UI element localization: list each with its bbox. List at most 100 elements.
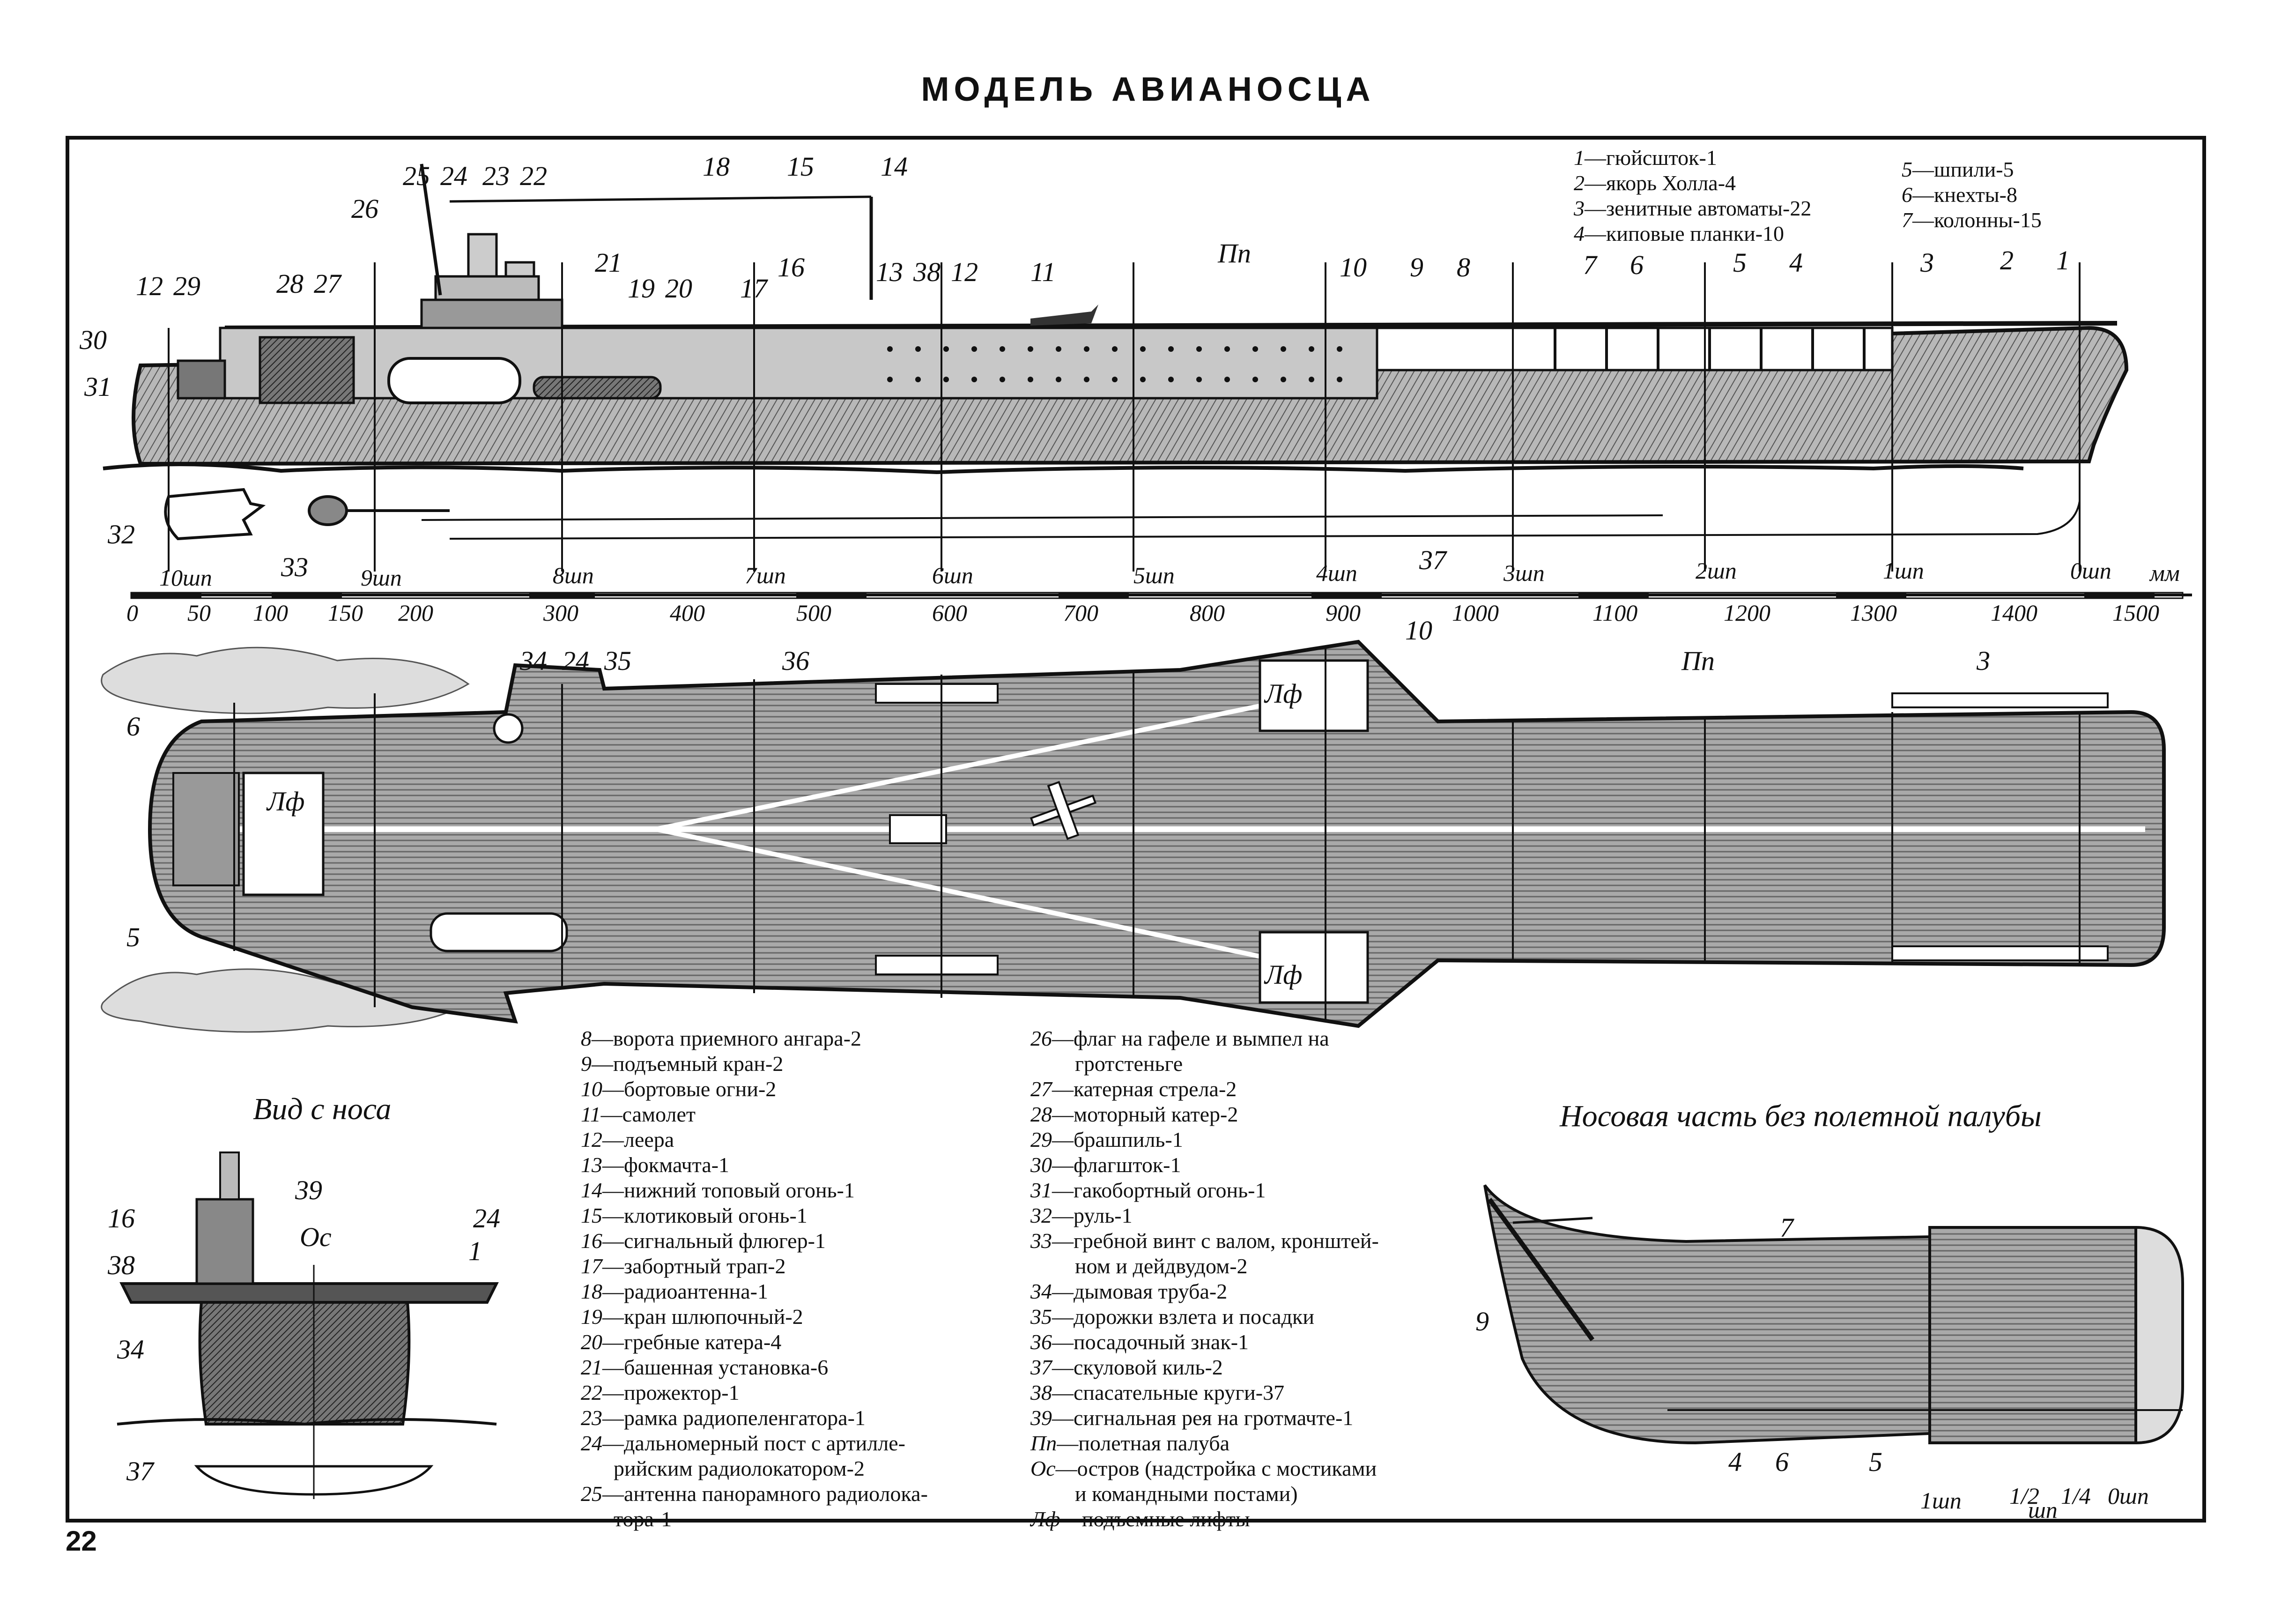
bow-view-island bbox=[195, 1198, 254, 1285]
callout-label: 33 bbox=[281, 552, 308, 582]
legend-item: 37—скуловой киль-2 bbox=[1030, 1355, 1223, 1379]
aircraft-plan bbox=[1029, 780, 1097, 840]
stern-deck bbox=[172, 772, 240, 886]
lift-fwd-top bbox=[1259, 659, 1369, 732]
scale-tick-label: 900 bbox=[1326, 600, 1361, 626]
scale-tick-label: 300 bbox=[543, 600, 578, 626]
callout-label: 24 bbox=[473, 1203, 500, 1233]
legend-item: 12—леера bbox=[581, 1128, 674, 1151]
callout-label: 24 bbox=[562, 646, 589, 676]
callout-label: 21 bbox=[595, 247, 622, 278]
smoke-top bbox=[101, 646, 470, 714]
legend-item: 32—руль-1 bbox=[1030, 1203, 1133, 1227]
legend-item: 20—гребные катера-4 bbox=[581, 1330, 782, 1354]
callout-label: шп bbox=[2028, 1497, 2058, 1523]
callout-label: 25 bbox=[403, 161, 430, 191]
legend-item: и командными постами) bbox=[1075, 1482, 1298, 1506]
frame-label: 10шп bbox=[159, 565, 212, 591]
callout-label: 3 bbox=[1920, 247, 1934, 278]
funnel bbox=[493, 713, 524, 744]
callout-label: 34 bbox=[117, 1334, 144, 1365]
scale-labels: 0 50 100 150 200 300 400 500 600 700 800… bbox=[126, 560, 2180, 626]
callout-label: 0шп bbox=[2108, 1483, 2149, 1509]
callout-label: 6 bbox=[126, 711, 140, 742]
open-forecastle bbox=[1376, 327, 1894, 371]
aa-gun-tubs bbox=[875, 683, 2109, 975]
island bbox=[420, 163, 873, 329]
callout-label: 34 bbox=[519, 646, 547, 676]
callout-label: 26 bbox=[351, 193, 378, 224]
callout-label: 38 bbox=[107, 1250, 135, 1280]
frame-label: 1шп bbox=[1883, 557, 1924, 584]
callout-label: Лф bbox=[266, 786, 304, 817]
callout-label: 32 bbox=[107, 519, 135, 550]
callout-label: 35 bbox=[604, 646, 631, 676]
portholes bbox=[887, 346, 1342, 382]
frame-label: 2шп bbox=[1696, 557, 1737, 584]
callout-label: 27 bbox=[314, 268, 342, 299]
callout-label: 16 bbox=[778, 252, 805, 282]
flight-deck-plan bbox=[148, 639, 2166, 1028]
legend-column-1: 8—ворота приемного ангара-2 9—подъемный … bbox=[581, 1026, 1021, 1532]
lift-fwd-bottom bbox=[1259, 931, 1369, 1004]
scale-tick-label: 200 bbox=[398, 600, 433, 626]
callout-label: 37 bbox=[126, 1456, 155, 1486]
frame-label: 8шп bbox=[553, 562, 594, 588]
bow-section-drawing bbox=[1483, 1184, 2184, 1445]
callout-label: 37 bbox=[1419, 545, 1447, 575]
propeller bbox=[308, 495, 348, 526]
bow-view-mast bbox=[219, 1151, 240, 1200]
legend-item: 21—башенная установка-6 bbox=[581, 1355, 829, 1379]
scale-tick-label: 500 bbox=[796, 600, 831, 626]
callout-label: 5 bbox=[1869, 1447, 1882, 1477]
callout-label: 4 bbox=[1789, 247, 1803, 278]
frame-label: 3шп bbox=[1503, 560, 1545, 586]
legend-item: 18—радиоантенна-1 bbox=[581, 1279, 768, 1303]
legend-item: 9—подъемный кран-2 bbox=[581, 1052, 784, 1076]
callout-label: 16 bbox=[108, 1203, 135, 1233]
callout-label: 14 bbox=[881, 151, 908, 182]
legend-item: 30—флагшток-1 bbox=[1030, 1153, 1181, 1177]
scale-tick-label: 1500 bbox=[2112, 600, 2159, 626]
bow-view-hull bbox=[198, 1301, 411, 1426]
callout-label: 22 bbox=[520, 161, 547, 191]
callout-label: 6 bbox=[1775, 1447, 1789, 1477]
legend-top-right: 5—шпили-5 6—кнехты-8 7—колонны-15 bbox=[1902, 157, 2042, 233]
frame-labels: 10шп 9шп 8шп 7шп 6шп 5шп 4шп 3шп 2шп 1шп… bbox=[159, 557, 2111, 591]
callout-label: 1шп bbox=[1920, 1487, 1962, 1514]
legend-item: гротстеньге bbox=[1075, 1052, 1183, 1076]
legend-item: Пп—полетная палуба bbox=[1030, 1431, 1230, 1455]
water-line bbox=[103, 462, 2024, 475]
scale-tick-label: 800 bbox=[1190, 600, 1225, 626]
legend-item: 27—катерная стрела-2 bbox=[1030, 1077, 1237, 1101]
scale-tick-label: 100 bbox=[253, 600, 288, 626]
legend-item: 19—кран шлюпочный-2 bbox=[581, 1305, 803, 1329]
legend-column-2: 26—флаг на гафеле и вымпел на гротстеньг… bbox=[1030, 1026, 1480, 1532]
bilge-keel bbox=[421, 514, 1663, 521]
callout-label: 20 bbox=[665, 273, 692, 304]
scale-tick-label: 600 bbox=[932, 600, 967, 626]
scale-ruler bbox=[130, 592, 2192, 599]
callout-label: 9 bbox=[1475, 1306, 1489, 1337]
legend-item: 24—дальномерный пост с артилле- bbox=[581, 1431, 905, 1455]
callout-label: 10 bbox=[1405, 615, 1432, 646]
legend-item: 31—гакобортный огонь-1 bbox=[1030, 1178, 1266, 1202]
callout-label: 30 bbox=[79, 325, 107, 355]
callout-label: 10 bbox=[1340, 252, 1367, 282]
bow-section-labels: 7 9 4 6 5 1шп 1/2 шп 1/4 0шп bbox=[1475, 1212, 2149, 1523]
legend-item: 35—дорожки взлета и посадки bbox=[1030, 1305, 1314, 1329]
callout-label: 17 bbox=[740, 273, 768, 304]
plan-frame-lines bbox=[233, 646, 2081, 1021]
callout-label: 15 bbox=[787, 151, 814, 182]
scale-tick-label: 1100 bbox=[1592, 600, 1637, 626]
boat-opening-aft bbox=[259, 336, 355, 404]
side-view-labels: 30 31 12 29 28 27 26 25 24 23 22 21 19 2… bbox=[79, 151, 2070, 582]
bow-view-drawing bbox=[117, 1151, 499, 1499]
frame-label: 5шп bbox=[1133, 562, 1175, 588]
callout-label: 13 bbox=[876, 257, 903, 287]
callout-label: 4 bbox=[1728, 1447, 1742, 1477]
legend-item: Лф—подъемные лифты bbox=[1030, 1507, 1250, 1531]
frame-label: 4шп bbox=[1316, 560, 1357, 586]
bow-view-deck bbox=[119, 1282, 499, 1304]
bow-view-water bbox=[117, 1418, 497, 1426]
